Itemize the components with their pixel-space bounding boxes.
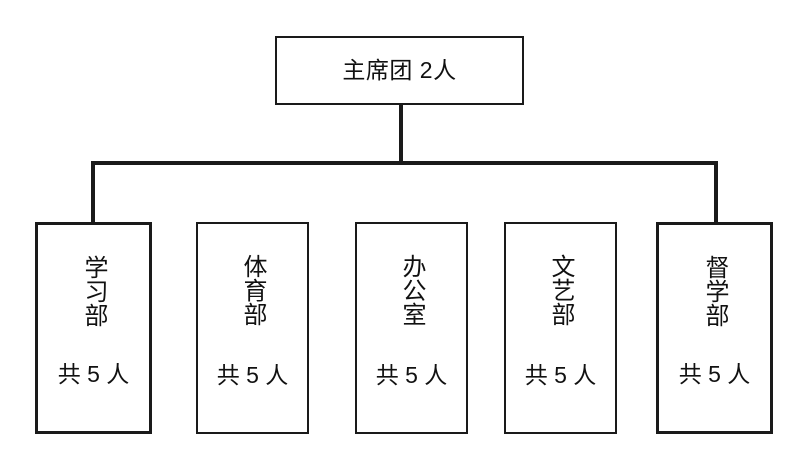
connector-trunk-vertical xyxy=(399,104,403,165)
node-presidium-label: 主席团 2人 xyxy=(342,57,457,83)
node-department-sports[interactable]: 体育部 共 5 人 xyxy=(196,222,309,434)
node-department-office-count: 共 5 人 xyxy=(375,362,448,388)
node-department-office[interactable]: 办公室 共 5 人 xyxy=(355,222,468,434)
connector-branch-to-study xyxy=(91,161,95,223)
node-department-arts[interactable]: 文艺部 共 5 人 xyxy=(504,222,617,434)
node-department-arts-name: 文艺部 xyxy=(547,254,574,326)
connector-bus-horizontal xyxy=(91,161,718,165)
node-department-supervision[interactable]: 督学部 共 5 人 xyxy=(656,222,773,434)
node-department-arts-count: 共 5 人 xyxy=(524,362,597,388)
node-department-study[interactable]: 学习部 共 5 人 xyxy=(35,222,152,434)
node-department-study-count: 共 5 人 xyxy=(57,361,130,387)
node-department-sports-name: 体育部 xyxy=(239,254,266,326)
node-department-supervision-name: 督学部 xyxy=(701,255,728,327)
node-department-sports-count: 共 5 人 xyxy=(216,362,289,388)
node-department-study-name: 学习部 xyxy=(80,255,107,327)
node-presidium[interactable]: 主席团 2人 xyxy=(275,36,524,105)
connector-branch-to-supervision xyxy=(714,161,718,223)
node-department-office-name: 办公室 xyxy=(398,254,425,326)
node-department-supervision-count: 共 5 人 xyxy=(678,361,751,387)
